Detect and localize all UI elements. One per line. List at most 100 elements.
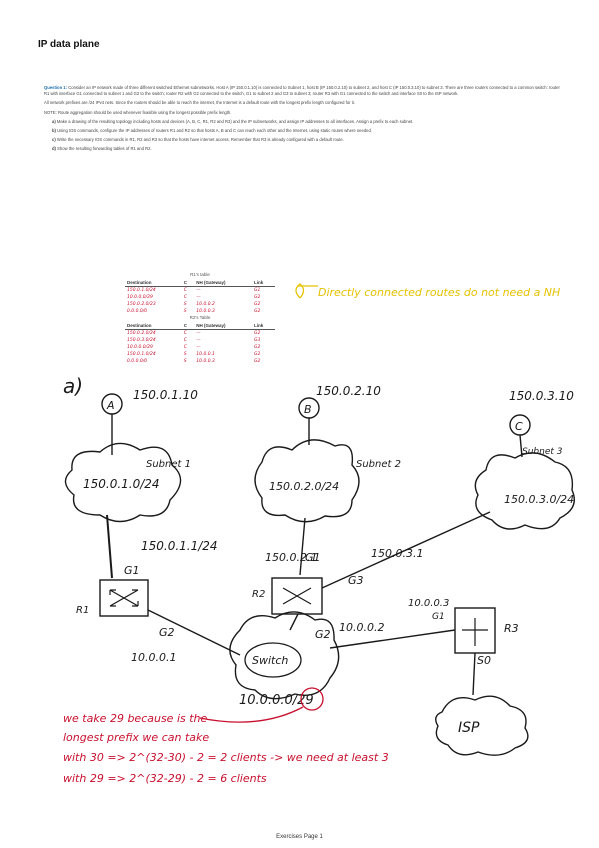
question-item-b: b) Using IOS commands, configure the IP … [52, 128, 372, 134]
switch-label: Switch [252, 654, 288, 667]
router-r3-g1: G1 [432, 612, 445, 622]
subnet-3-cloud [474, 452, 575, 530]
question-heading: Question 1: [44, 85, 68, 90]
subnet-2-prefix: 150.0.2.0/24 [269, 480, 339, 493]
table-cell: G2 [253, 309, 261, 314]
table-row: 0.0.0.0/0 S 10.0.0.3 G2 [125, 358, 275, 365]
table-cell: G1 [253, 288, 261, 293]
router-r2-g2: G2 [315, 628, 331, 641]
table-header-cell: Destination [125, 322, 182, 330]
table-header-cell: NH (Gateway) [194, 322, 252, 330]
table-header-cell: Link [251, 279, 275, 287]
table-cell: — [196, 288, 201, 293]
question-note-2: NOTE: Route aggregation should be used w… [44, 109, 232, 115]
router-r2-icon [271, 577, 323, 615]
table-header-cell: Destination [125, 279, 182, 287]
table-header-cell: C [181, 322, 195, 330]
table-cell: G2 [253, 359, 261, 364]
subnet-1-prefix: 150.0.1.0/24 [83, 477, 160, 491]
router-r3-s0: S0 [477, 654, 491, 667]
router-r3-g1-ip: 10.0.0.3 [408, 598, 449, 609]
prefix-note-line-1: we take 29 because is the [63, 712, 208, 725]
table-cell: — [196, 331, 201, 336]
table-cell: 0.0.0.0/0 [127, 359, 148, 364]
directly-connected-note: Directly connected routes do not need a … [318, 286, 560, 299]
host-b-label: B [304, 403, 312, 416]
subnet-2-name: Subnet 2 [356, 459, 401, 470]
table-cell: G2 [253, 295, 261, 300]
question-note: All network prefixes are /24 IPv4 nets. … [44, 100, 355, 106]
table-cell: 10.0.0.3 [196, 359, 215, 364]
table-cell: C [183, 295, 187, 300]
prefix-note-line-3: with 30 => 2^(32-30) - 2 = 2 clients -> … [63, 751, 389, 764]
table-cell: G2 [253, 302, 261, 307]
router-r2-g2-ip: 10.0.0.2 [339, 621, 384, 634]
host-a-ip: 150.0.1.10 [133, 388, 198, 402]
table-row: 0.0.0.0/0 S 10.0.0.3 G2 [125, 308, 275, 315]
question-item-c: c) Write the necessary IOS commands in R… [52, 137, 344, 143]
router-r1-g1: G1 [124, 564, 140, 577]
table-cell: — [196, 295, 201, 300]
question-item-d: d) Show the resulting forwarding tables … [52, 146, 152, 152]
table-cell: G2 [253, 331, 261, 336]
r2-table-caption: R2's Table [189, 315, 211, 320]
table-cell: 10.0.0.3 [196, 309, 215, 314]
table-cell: S [183, 309, 187, 314]
table-cell: 150.0.1.0/24 [127, 288, 156, 293]
host-c-ip: 150.0.3.10 [509, 389, 574, 403]
subnet-3-prefix: 150.0.3.0/24 [504, 493, 574, 506]
table-header-cell: NH (Gateway) [194, 279, 252, 287]
router-r1-g1-ip: 150.0.1.1/24 [141, 539, 218, 553]
router-r1-icon [99, 579, 149, 617]
host-a-label: A [106, 399, 115, 412]
subnet-3-name: Subnet 3 [522, 447, 563, 457]
question-text: Question 1: Consider an IP network made … [44, 85, 564, 156]
table-cell: G3 [253, 338, 261, 343]
table-cell: C [183, 331, 187, 336]
prefix-note-line-2: longest prefix we can take [63, 731, 209, 744]
table-cell: 10.0.0.0/29 [127, 345, 153, 350]
table-cell: C [183, 338, 187, 343]
host-b-ip: 150.0.2.10 [316, 384, 381, 398]
table-cell: S [183, 359, 187, 364]
switch-icon [244, 642, 302, 678]
table-cell: 10.0.0.2 [196, 302, 215, 307]
router-r1-g2: G2 [159, 626, 175, 639]
router-r2-g3: G3 [348, 574, 364, 587]
host-c-label: C [515, 420, 523, 433]
router-r1-label: R1 [76, 605, 89, 616]
table-header-cell: C [181, 279, 195, 287]
directly-connected-annotation: Directly connected routes do not need a … [295, 283, 560, 299]
subnet-1-cloud [64, 442, 182, 523]
router-r2-g1-ip: 150.0.2.1 [265, 551, 317, 564]
table-cell: 0.0.0.0/0 [127, 309, 148, 314]
isp-cloud [435, 695, 529, 756]
table-cell: 10.0.0.1 [196, 352, 215, 357]
router-r3-label: R3 [504, 622, 519, 635]
table-cell: 10.0.0.0/29 [127, 295, 153, 300]
table-cell: — [196, 338, 201, 343]
router-r2-g1: G1 [305, 551, 321, 564]
table-cell: S [183, 302, 187, 307]
part-a-label: a) [63, 374, 83, 398]
table-cell: 150.0.1.0/24 [127, 352, 156, 357]
router-r1-g2-ip: 10.0.0.1 [131, 651, 176, 664]
table-cell: G2 [253, 352, 261, 357]
isp-label: ISP [458, 720, 480, 736]
switch-prefix: 10.0.0.0/29 [239, 693, 314, 708]
table-cell: C [183, 345, 187, 350]
switch-cloud [229, 611, 340, 700]
table-cell: — [196, 345, 201, 350]
question-intro: Consider an IP network made of three dif… [44, 85, 560, 97]
table-cell: 150.0.2.0/24 [127, 331, 156, 336]
subnet-1-name: Subnet 1 [146, 459, 191, 470]
table-cell: G2 [253, 345, 261, 350]
table-cell: 150.0.2.0/23 [127, 302, 156, 307]
table-row: 10.0.0.0/29 C — G2 [125, 294, 275, 301]
